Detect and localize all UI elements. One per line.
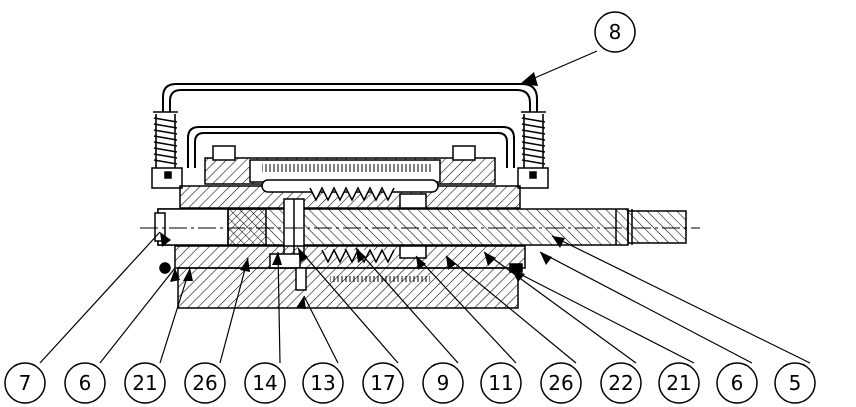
- callout-label: 13: [310, 371, 335, 395]
- callout-label: 8: [609, 20, 622, 44]
- callout-circle: [362, 362, 404, 404]
- side-clamps: [151, 167, 549, 189]
- callout-label: 26: [548, 371, 573, 395]
- callout-circle: [64, 362, 106, 404]
- callout-c22: 22: [600, 362, 642, 404]
- left-spring: [153, 111, 178, 168]
- handle-frame: [162, 83, 538, 168]
- callout-label: 6: [731, 371, 744, 395]
- callout-c8: 8: [594, 11, 636, 53]
- callout-circle: [302, 362, 344, 404]
- callout-label: 22: [608, 371, 633, 395]
- callout-c6b: 6: [716, 362, 758, 404]
- callout-circle: [480, 362, 522, 404]
- callout-circle: [4, 362, 46, 404]
- base-block: [159, 262, 523, 309]
- main-shaft: [154, 198, 687, 256]
- callout-circle: [124, 362, 166, 404]
- callout-circle: [594, 11, 636, 53]
- callout-c14: 14: [244, 362, 286, 404]
- callout-label: 14: [252, 371, 277, 395]
- callout-c26a: 26: [184, 362, 226, 404]
- callout-c6a: 6: [64, 362, 106, 404]
- callout-circle: [774, 362, 816, 404]
- callout-label: 6: [79, 371, 92, 395]
- callout-label: 5: [789, 371, 802, 395]
- callout-label: 26: [192, 371, 217, 395]
- callout-label: 11: [488, 371, 513, 395]
- callout-c17: 17: [362, 362, 404, 404]
- callout-label: 7: [19, 371, 32, 395]
- callout-label: 9: [437, 371, 450, 395]
- upper-housing: [179, 179, 521, 209]
- callout-group: 8 7 6 21 26 14 13 17 9 11 26 22 21 6 5: [4, 11, 816, 404]
- callout-label: 21: [666, 371, 691, 395]
- callout-c7: 7: [4, 362, 46, 404]
- callout-circle: [658, 362, 700, 404]
- callout-circle: [716, 362, 758, 404]
- callout-c5: 5: [774, 362, 816, 404]
- callout-c13: 13: [302, 362, 344, 404]
- right-spring: [521, 111, 546, 168]
- top-plate: [204, 145, 496, 185]
- leader-lines: [39, 50, 811, 364]
- lower-housing: [174, 245, 526, 269]
- callout-circle: [244, 362, 286, 404]
- callout-circle: [540, 362, 582, 404]
- callout-c9: 9: [422, 362, 464, 404]
- callout-label: 17: [370, 371, 395, 395]
- callout-label: 21: [132, 371, 157, 395]
- arrowheads: [160, 72, 565, 309]
- callout-c26b: 26: [540, 362, 582, 404]
- callout-c21a: 21: [124, 362, 166, 404]
- callout-circle: [184, 362, 226, 404]
- callout-circle: [600, 362, 642, 404]
- callout-c21b: 21: [658, 362, 700, 404]
- callout-circle: [422, 362, 464, 404]
- callout-c11: 11: [480, 362, 522, 404]
